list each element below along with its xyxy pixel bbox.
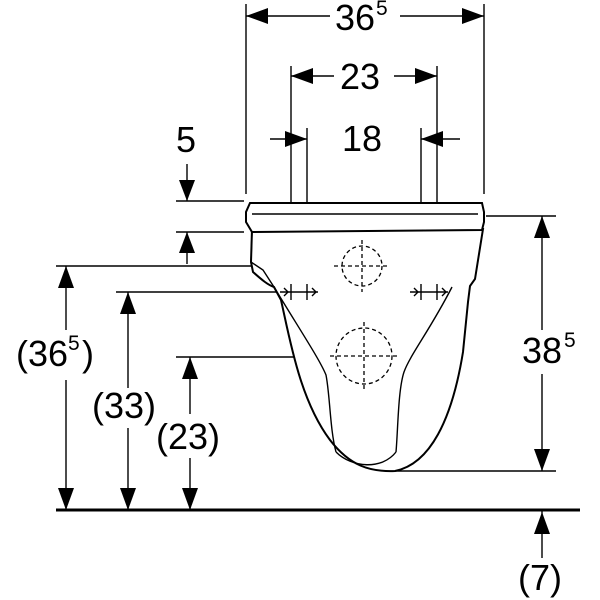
bowl-rear-flange xyxy=(250,231,275,288)
height-fixing-value: (33) xyxy=(92,385,156,426)
dimension-height-fixing: (33) xyxy=(92,292,156,510)
height-outer-value: 36 xyxy=(28,333,68,374)
bolt-right xyxy=(410,284,448,300)
dimension-floor-offset: (7) xyxy=(518,510,562,598)
height-outer-open: ( xyxy=(16,333,28,374)
bowl-body xyxy=(249,228,485,473)
dimension-overall-width: 36 5 xyxy=(246,0,484,38)
projection-value: 38 xyxy=(522,330,562,371)
overall-width-sup: 5 xyxy=(376,0,388,20)
hidden-connections xyxy=(330,240,398,390)
connection-width-value: 18 xyxy=(342,118,382,159)
bolt-left xyxy=(280,284,318,300)
bowl-water-area xyxy=(335,451,397,466)
fixing-bolts xyxy=(280,284,448,300)
height-outer-sup: 5 xyxy=(68,332,80,355)
projection-sup: 5 xyxy=(564,329,576,352)
fixing-width-value: 23 xyxy=(340,56,380,97)
bowl-inner-rim xyxy=(273,286,337,453)
seat-thickness-value: 5 xyxy=(176,119,196,160)
wc-bowl xyxy=(245,202,485,473)
dimension-fixing-width: 23 xyxy=(291,56,437,97)
dimension-height-drain: (23) xyxy=(156,357,220,510)
height-drain-value: (23) xyxy=(156,416,220,457)
drain-outlet-circle xyxy=(335,327,393,385)
dimension-height-outer: ( 36 5 ) xyxy=(16,266,94,510)
bowl-inner-rim-right xyxy=(395,286,453,453)
dimension-projection: 38 5 xyxy=(522,216,576,471)
dimension-seat-thickness: 5 xyxy=(176,119,196,264)
seat-lid xyxy=(245,202,485,234)
overall-width-value: 36 xyxy=(335,0,375,38)
floor-offset-value: (7) xyxy=(518,557,562,598)
height-outer-close: ) xyxy=(82,333,94,374)
dimension-connection-width: 18 xyxy=(270,118,460,159)
